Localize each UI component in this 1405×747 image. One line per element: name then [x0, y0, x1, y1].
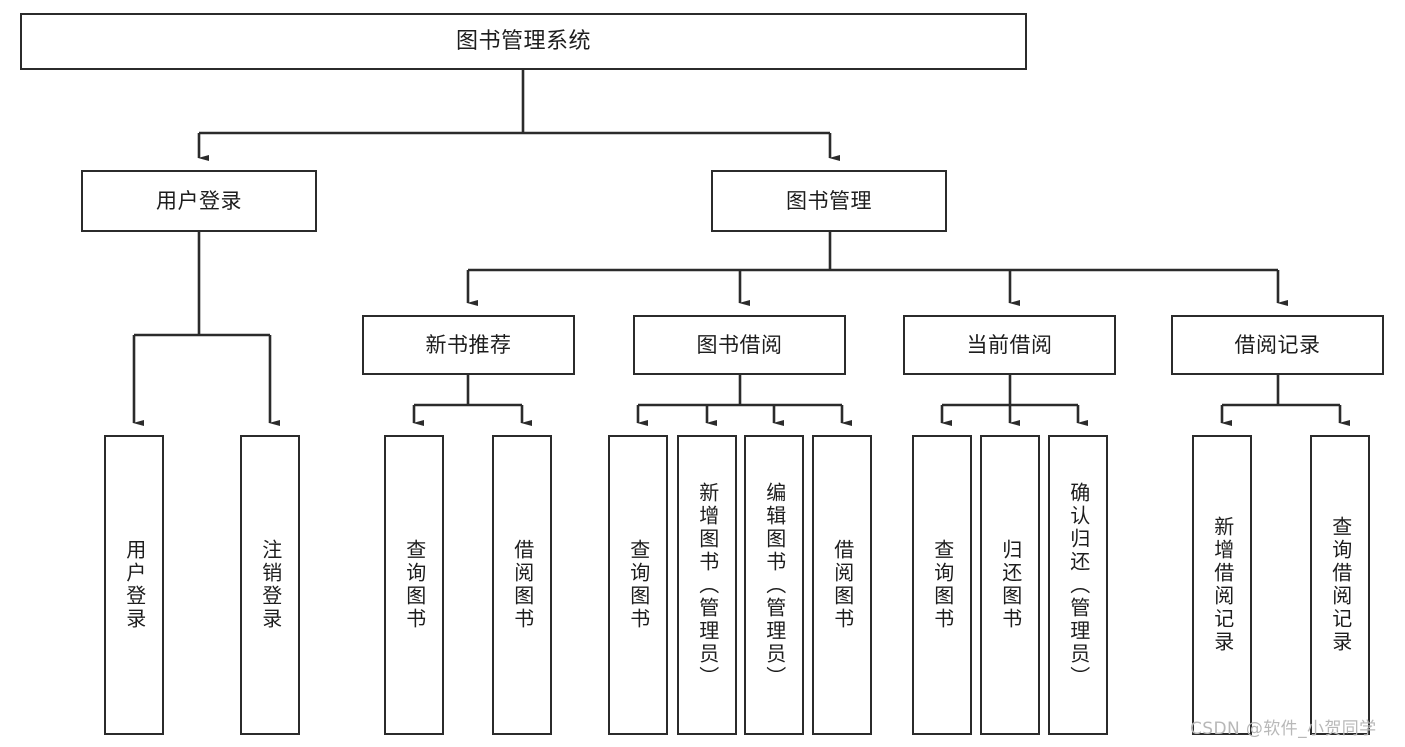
- node-label: 借阅图书: [510, 539, 535, 631]
- node-book-borrow[interactable]: 图书借阅: [633, 315, 846, 375]
- leaf-user-login[interactable]: 用户登录: [104, 435, 164, 735]
- leaf-book-borrow-borrow-book[interactable]: 借阅图书: [812, 435, 872, 735]
- csdn-watermark: CSDN @软件_小贺同学: [1190, 719, 1377, 739]
- node-label: 归还图书: [998, 539, 1023, 631]
- node-label: 当前借阅: [966, 332, 1053, 357]
- leaf-current-borrow-return-book[interactable]: 归还图书: [980, 435, 1040, 735]
- leaf-borrow-record-add-record[interactable]: 新增借阅记录: [1192, 435, 1252, 735]
- node-label: 注销登录: [258, 539, 283, 631]
- node-label: 新书推荐: [425, 332, 512, 357]
- leaf-current-borrow-confirm-return-admin[interactable]: 确认归还（管理员）: [1048, 435, 1108, 735]
- leaf-book-borrow-edit-book-admin[interactable]: 编辑图书（管理员）: [744, 435, 804, 735]
- node-new-book-recommend[interactable]: 新书推荐: [362, 315, 575, 375]
- leaf-new-book-borrow-book[interactable]: 借阅图书: [492, 435, 552, 735]
- leaf-current-borrow-query-book[interactable]: 查询图书: [912, 435, 972, 735]
- node-label: 图书借阅: [696, 332, 783, 357]
- node-label: 查询图书: [930, 539, 955, 631]
- node-label: 查询图书: [626, 539, 651, 631]
- node-user-login[interactable]: 用户登录: [81, 170, 317, 232]
- leaf-new-book-query-book[interactable]: 查询图书: [384, 435, 444, 735]
- node-label: 图书管理: [786, 188, 872, 213]
- node-label: 借阅图书: [830, 539, 855, 631]
- node-label: 查询图书: [402, 539, 427, 631]
- node-label: 查询借阅记录: [1328, 516, 1353, 654]
- node-root-book-management-system[interactable]: 图书管理系统: [20, 13, 1027, 70]
- node-borrow-record[interactable]: 借阅记录: [1171, 315, 1384, 375]
- node-label: 新增借阅记录: [1210, 516, 1235, 654]
- leaf-logout-login[interactable]: 注销登录: [240, 435, 300, 735]
- node-label: 编辑图书（管理员）: [762, 481, 787, 689]
- leaf-book-borrow-add-book-admin[interactable]: 新增图书（管理员）: [677, 435, 737, 735]
- node-current-borrow[interactable]: 当前借阅: [903, 315, 1116, 375]
- node-label: 借阅记录: [1234, 332, 1321, 357]
- node-label: 用户登录: [122, 539, 147, 631]
- node-label: 新增图书（管理员）: [695, 481, 720, 689]
- node-book-management[interactable]: 图书管理: [711, 170, 947, 232]
- node-label: 用户登录: [156, 188, 242, 213]
- leaf-borrow-record-query-record[interactable]: 查询借阅记录: [1310, 435, 1370, 735]
- node-label: 确认归还（管理员）: [1066, 481, 1091, 689]
- leaf-book-borrow-query-book[interactable]: 查询图书: [608, 435, 668, 735]
- node-label: 图书管理系统: [455, 28, 591, 54]
